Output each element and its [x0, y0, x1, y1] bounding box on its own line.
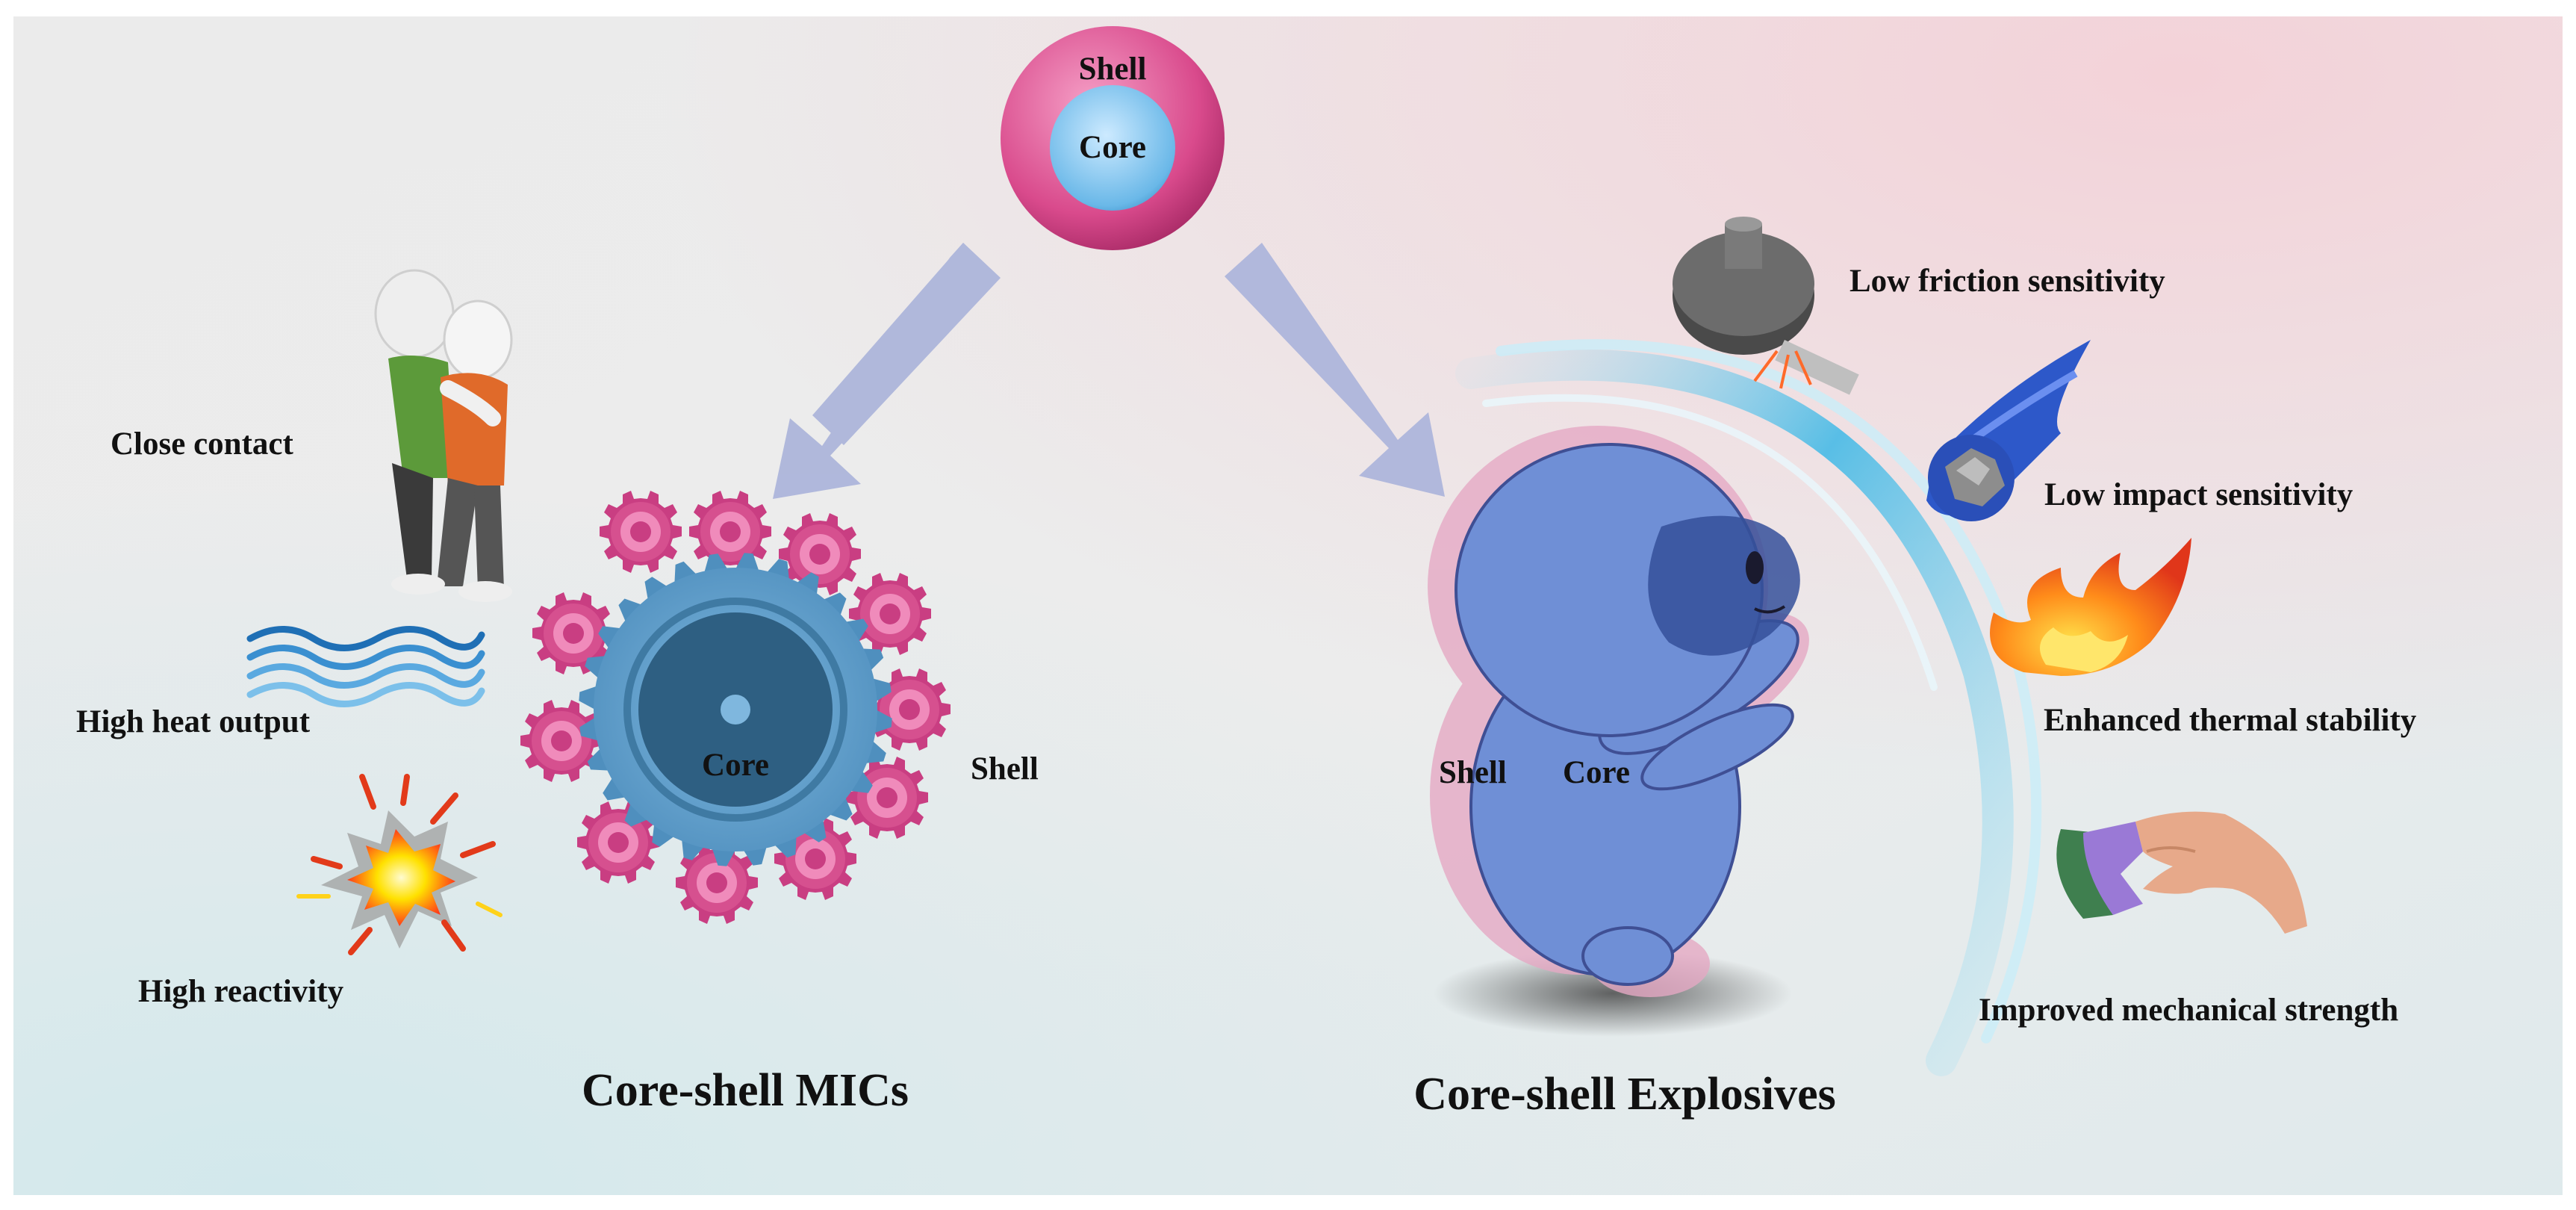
- top-core-shell-particle: [1001, 26, 1225, 250]
- explosive-shell-label: Shell: [1439, 755, 1507, 790]
- high-heat-output-label: High heat output: [76, 704, 311, 739]
- mic-shell-label: Shell: [971, 751, 1039, 786]
- mics-title: Core-shell MICs: [582, 1065, 909, 1116]
- hugging-people-icon: [374, 269, 513, 602]
- character-face-visor: [1648, 515, 1800, 656]
- explosion-burst-icon: [296, 774, 503, 955]
- thermal-stability-label: Enhanced thermal stability: [2044, 703, 2417, 738]
- meteor-icon: [1926, 340, 2091, 521]
- heat-waves-icon: [246, 626, 485, 707]
- core-gear: [579, 553, 892, 866]
- mic-gear-assembly: [520, 491, 951, 924]
- squeezed-block-icon: [2056, 811, 2307, 934]
- low-impact-label: Low impact sensitivity: [2044, 477, 2353, 512]
- close-contact-label: Close contact: [111, 426, 293, 462]
- explosive-character: [1428, 426, 1809, 1037]
- protective-arc: [1455, 339, 2042, 1076]
- arrow-to-explosives: [1225, 243, 1445, 497]
- explosive-core-label: Core: [1563, 755, 1630, 790]
- arrow-to-mics: [773, 243, 1001, 499]
- explosives-title: Core-shell Explosives: [1413, 1069, 1836, 1120]
- high-reactivity-label: High reactivity: [138, 974, 344, 1009]
- flame-icon: [1990, 538, 2191, 676]
- mic-core-label: Core: [702, 748, 769, 783]
- top-core-label: Core: [1079, 130, 1146, 165]
- top-shell-label: Shell: [1078, 52, 1147, 87]
- low-friction-label: Low friction sensitivity: [1849, 264, 2165, 299]
- friction-wheel-icon: [1673, 217, 1859, 395]
- character-eye: [1746, 551, 1764, 584]
- mechanical-strength-label: Improved mechanical strength: [1979, 993, 2399, 1028]
- character-core-body: [1455, 443, 1799, 986]
